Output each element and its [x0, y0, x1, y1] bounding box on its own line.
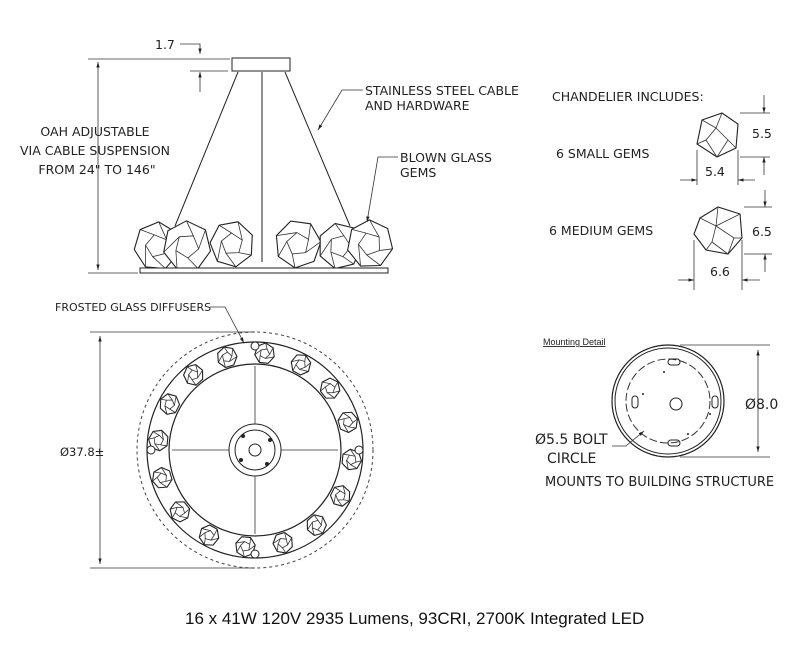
mount-hole: [250, 549, 260, 559]
mounting-note: MOUNTS TO BUILDING STRUCTURE: [545, 475, 774, 490]
diffusers-label: FROSTED GLASS DIFFUSERS: [55, 301, 211, 314]
gem-icon: [151, 466, 173, 489]
small-gem-icon: [696, 112, 739, 158]
diameter-dim: Ø37.8±: [60, 445, 104, 459]
gem-icon: [290, 354, 312, 376]
medium-gem-height: 6.5: [752, 224, 772, 239]
small-gem-width: 5.4: [705, 164, 725, 179]
cable: [284, 71, 351, 227]
medium-gems-label: 6 MEDIUM GEMS: [549, 223, 653, 238]
includes-title: CHANDELIER INCLUDES:: [552, 89, 704, 104]
gem-icon: [347, 219, 394, 267]
canopy: [231, 57, 291, 72]
gem-icon: [306, 514, 328, 536]
cable-label: STAINLESS STEEL CABLE AND HARDWARE: [365, 83, 523, 113]
small-gems-label: 6 SMALL GEMS: [556, 146, 649, 161]
mounting-detail: Mounting Detail Ø8.0 Ø5.5 BOLT CIRCLE MO…: [535, 337, 778, 490]
mount-hole: [241, 434, 245, 438]
gem-icon: [163, 220, 212, 270]
includes-panel: CHANDELIER INCLUDES: 6 SMALL GEMS 5.5 5.…: [549, 89, 772, 290]
gem-icon: [159, 393, 181, 415]
gem-icon: [217, 346, 238, 369]
canopy-height-dim: 1.7: [155, 37, 175, 52]
gem-row: [133, 219, 394, 270]
gems-label: BLOWN GLASS GEMS: [400, 150, 496, 180]
mount-hole: [146, 445, 156, 455]
gem-icon: [182, 364, 204, 386]
cable: [174, 71, 239, 227]
gem-icon: [275, 220, 322, 269]
medium-gem-width: 6.6: [710, 264, 730, 279]
mount-hole: [354, 445, 364, 455]
mount-hole: [239, 458, 243, 462]
mounting-title: Mounting Detail: [543, 337, 606, 347]
gem-icon: [209, 221, 253, 268]
spec-caption: 16 x 41W 120V 2935 Lumens, 93CRI, 2700K …: [185, 609, 644, 628]
small-gem-height: 5.5: [752, 126, 772, 141]
gem-icon: [272, 531, 293, 554]
oah-note: OAH ADJUSTABLE VIA CABLE SUSPENSION FROM…: [20, 124, 174, 177]
gem-icon: [319, 377, 341, 399]
base-ring: [139, 267, 389, 274]
bolt-circle-label: Ø5.5 BOLT CIRCLE: [535, 432, 612, 467]
mount-hole: [265, 462, 269, 466]
gem-icon: [337, 411, 359, 434]
mount-hole: [250, 341, 260, 351]
gem-icon: [198, 524, 220, 546]
gem-icon: [169, 501, 191, 523]
gem-icon: [329, 485, 351, 507]
mount-diameter: Ø8.0: [745, 397, 778, 413]
bottom-view: FROSTED GLASS DIFFUSERS Ø37.8±: [55, 301, 374, 569]
mount-hole: [268, 438, 272, 442]
side-view: 1.7 OAH ADJUSTABLE VIA CABLE SUSPENSION …: [20, 37, 523, 274]
